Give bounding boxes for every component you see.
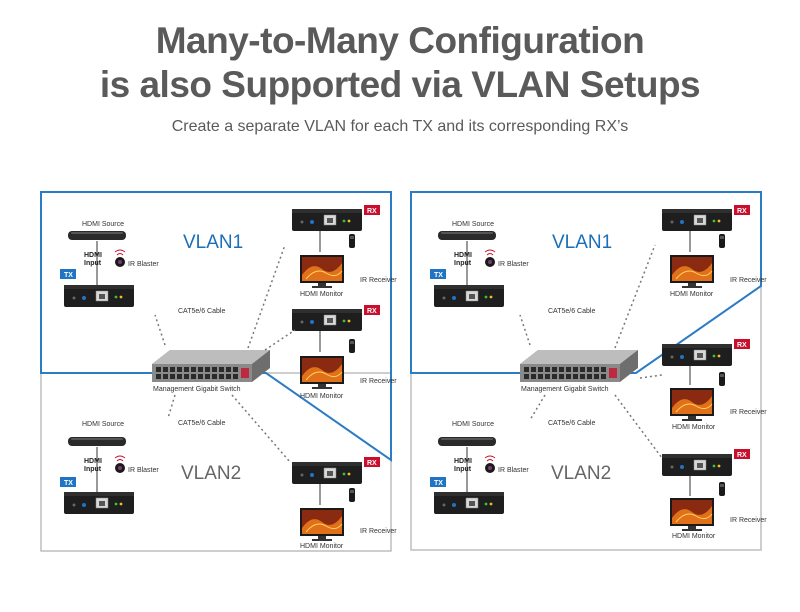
hdmi-input-label: HDMI (84, 252, 102, 259)
hdmi-source-device-icon (68, 437, 126, 446)
rx-badge-label: RX (737, 342, 747, 349)
hdmi-monitor-label: HDMI Monitor (670, 291, 714, 298)
title-line-2: is also Supported via VLAN Setups (99, 64, 701, 105)
transmitter-icon (63, 491, 135, 515)
transmitter-icon (433, 284, 505, 308)
ir-receiver-icon (719, 482, 725, 496)
receiver-icon (661, 343, 733, 367)
title-line-1: Many-to-Many Configuration (155, 20, 645, 61)
hdmi-input-label-2: Input (84, 260, 102, 267)
cable-icon (154, 244, 296, 463)
tx-badge-label: TX (434, 272, 443, 279)
hdmi-source-label: HDMI Source (452, 221, 494, 228)
tx-badge-label: TX (64, 480, 73, 487)
ir-receiver-label: IR Receiver (730, 277, 767, 284)
ir-receiver-label: IR Receiver (730, 409, 767, 416)
hdmi-input-label-2: Input (84, 466, 102, 473)
rx-badge-label: RX (737, 452, 747, 459)
ir-receiver-icon (349, 488, 355, 502)
rx-badge-label: RX (367, 308, 377, 315)
vlan1-region (410, 191, 762, 374)
network-switch-icon (152, 350, 270, 382)
cable-label: CAT5e/6 Cable (548, 308, 595, 315)
monitor-icon (669, 497, 715, 532)
ir-blaster-icon (114, 249, 126, 268)
rx-badge-label: RX (367, 208, 377, 215)
ir-receiver-label: IR Receiver (360, 277, 397, 284)
transmitter-icon (433, 491, 505, 515)
vlan2-label: VLAN2 (181, 463, 241, 484)
ir-receiver-icon (349, 339, 355, 353)
ir-blaster-icon (484, 249, 496, 268)
right-panel: VLAN1 VLAN2 HDMI Source HDMI Input IR Bl… (410, 191, 767, 551)
tx-badge-label: TX (434, 480, 443, 487)
ir-receiver-label: IR Receiver (730, 517, 767, 524)
ir-blaster-label: IR Blaster (498, 467, 529, 474)
monitor-icon (299, 355, 345, 390)
receiver-icon (661, 208, 733, 232)
ir-receiver-icon (719, 372, 725, 386)
hdmi-source-label: HDMI Source (82, 221, 124, 228)
cable-label: CAT5e/6 Cable (548, 420, 595, 427)
hdmi-input-label: HDMI (454, 458, 472, 465)
receiver-icon (291, 461, 363, 485)
switch-label: Management Gigabit Switch (521, 386, 609, 393)
monitor-icon (299, 254, 345, 289)
rx-badge-label: RX (367, 460, 377, 467)
monitor-icon (669, 387, 715, 422)
tx-badge-label: TX (64, 272, 73, 279)
network-switch-icon (520, 350, 638, 382)
hdmi-monitor-label: HDMI Monitor (672, 533, 716, 540)
ir-blaster-icon (484, 455, 496, 474)
receiver-icon (661, 453, 733, 477)
ir-receiver-label: IR Receiver (360, 528, 397, 535)
ir-receiver-icon (719, 234, 725, 248)
receiver-icon (291, 308, 363, 332)
hdmi-input-label: HDMI (454, 252, 472, 259)
left-panel: VLAN1 VLAN2 HDMI Source HDMI Input IR Bl… (40, 191, 397, 552)
hdmi-monitor-label: HDMI Monitor (300, 291, 344, 298)
switch-label: Management Gigabit Switch (153, 386, 241, 393)
transmitter-icon (63, 284, 135, 308)
vlan1-label: VLAN1 (183, 232, 243, 253)
hdmi-input-label: HDMI (84, 458, 102, 465)
ir-blaster-label: IR Blaster (498, 261, 529, 268)
receiver-icon (291, 208, 363, 232)
hdmi-source-device-icon (68, 231, 126, 240)
cable-icon (519, 244, 666, 463)
hdmi-monitor-label: HDMI Monitor (300, 543, 344, 550)
hdmi-monitor-label: HDMI Monitor (300, 393, 344, 400)
monitor-icon (669, 254, 715, 289)
vlan1-region (40, 191, 392, 462)
cable-label: CAT5e/6 Cable (178, 308, 225, 315)
ir-receiver-icon (349, 234, 355, 248)
rx-badge-label: RX (737, 208, 747, 215)
hdmi-monitor-label: HDMI Monitor (672, 424, 716, 431)
cable-label: CAT5e/6 Cable (178, 420, 225, 427)
vlan1-label: VLAN1 (552, 232, 612, 253)
ir-blaster-icon (114, 455, 126, 474)
hdmi-input-label-2: Input (454, 466, 472, 473)
ir-blaster-label: IR Blaster (128, 261, 159, 268)
hdmi-source-device-icon (438, 231, 496, 240)
hdmi-source-label: HDMI Source (82, 421, 124, 428)
hdmi-source-device-icon (438, 437, 496, 446)
subtitle: Create a separate VLAN for each TX and i… (171, 118, 629, 135)
ir-receiver-label: IR Receiver (360, 378, 397, 385)
hdmi-source-label: HDMI Source (452, 421, 494, 428)
vlan2-label: VLAN2 (551, 463, 611, 484)
hdmi-input-label-2: Input (454, 260, 472, 267)
ir-blaster-label: IR Blaster (128, 467, 159, 474)
monitor-icon (299, 507, 345, 542)
